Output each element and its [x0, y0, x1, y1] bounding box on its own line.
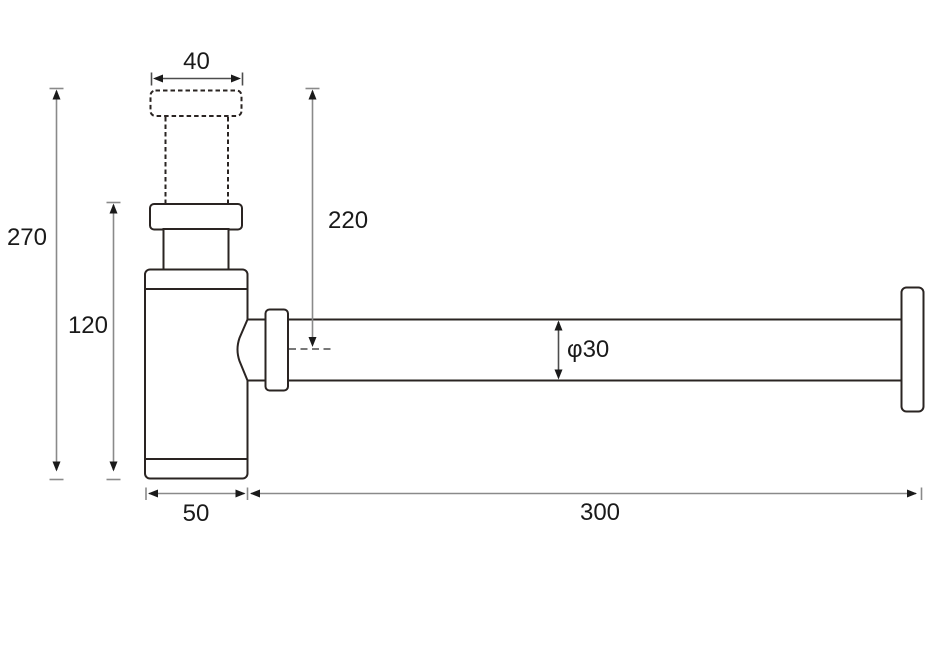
- trap-body: [144, 268, 249, 480]
- dim-label-phi30: φ30: [567, 336, 609, 363]
- arrow-down-icon: [52, 461, 61, 472]
- inlet-cap-dashed: [149, 89, 243, 117]
- outlet-chamfer: [236, 318, 266, 382]
- arrow-down-icon: [308, 337, 317, 347]
- dimension-top-width-40: 40: [150, 48, 244, 86]
- dimension-pipe-diameter-30: φ30: [554, 320, 609, 380]
- arrow-up-icon: [52, 89, 61, 100]
- inlet-neck: [162, 228, 230, 271]
- dim-label-300: 300: [580, 499, 620, 526]
- wall-flange: [900, 286, 925, 413]
- trap-outline: [144, 89, 925, 480]
- arrow-up-icon: [554, 320, 563, 331]
- arrow-up-icon: [308, 89, 317, 100]
- locknut-flange: [149, 203, 243, 231]
- arrow-left-icon: [153, 74, 163, 83]
- dim-label-50: 50: [183, 500, 210, 527]
- arrow-down-icon: [109, 461, 118, 472]
- dimension-height-to-center-220: 220: [305, 87, 368, 347]
- outlet-nut: [264, 308, 289, 392]
- dimension-body-height-120: 120: [68, 201, 121, 481]
- dim-label-220: 220: [328, 207, 368, 234]
- dim-label-120: 120: [68, 312, 108, 339]
- dim-label-40: 40: [183, 48, 210, 75]
- dimension-body-width-50: 50: [145, 487, 249, 527]
- dim-label-270: 270: [7, 224, 47, 251]
- dimension-pipe-length-300: 300: [250, 487, 923, 526]
- arrow-up-icon: [109, 203, 118, 214]
- dimension-overall-height-270: 270: [7, 87, 64, 481]
- arrow-right-icon: [235, 489, 246, 498]
- arrow-right-icon: [907, 489, 917, 498]
- arrow-left-icon: [148, 489, 158, 498]
- arrow-right-icon: [231, 74, 241, 83]
- arrow-left-icon: [250, 489, 260, 498]
- arrow-down-icon: [554, 369, 563, 380]
